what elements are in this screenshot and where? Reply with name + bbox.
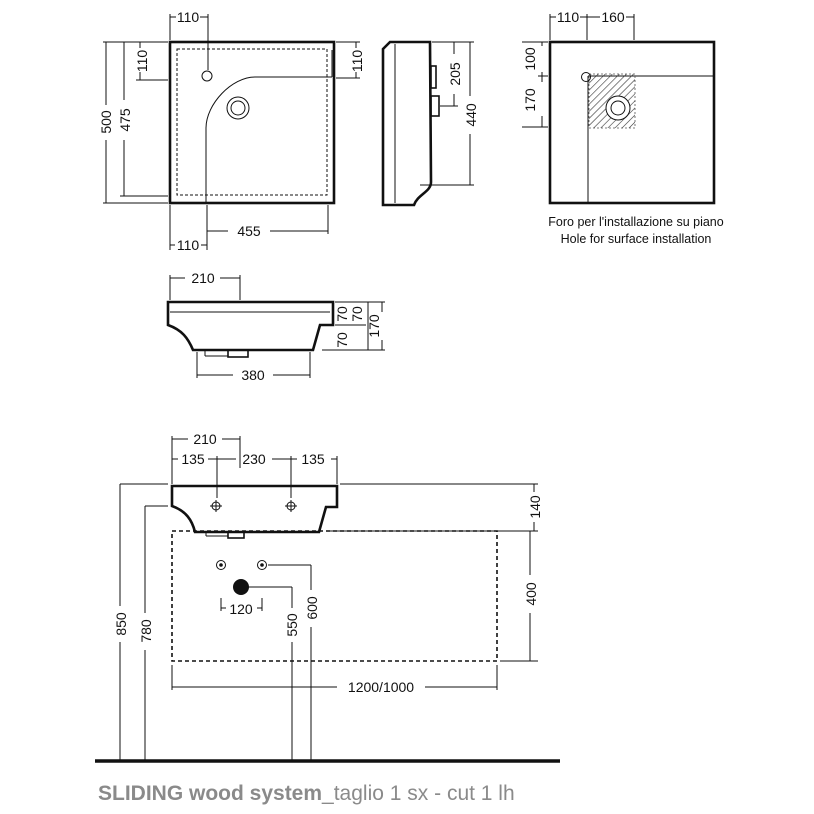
dim-side-440: 440 [463,103,479,127]
front-siphon [227,349,249,358]
tap-block-upper [430,65,437,89]
dim-right-110: 110 [349,50,365,73]
drawing-title-rest: _taglio 1 sx - cut 1 lh [322,782,515,805]
basin-inner-dashed [176,48,328,196]
dim-left-500: 500 [98,110,114,134]
hole-note-italian: Foro per l'installazione su piano [548,215,723,229]
tap-hole-left [210,500,222,512]
hole-note-english: Hole for surface installation [561,232,712,246]
water-inlet-left [216,560,226,570]
hole-drain-inner [610,100,626,116]
basin-outline-top [168,40,336,205]
basin-bowl-curve [205,76,332,202]
front-view: 210 70 70 70 170 380 [166,270,385,383]
drawing-title-bold: SLIDING wood system [98,782,323,805]
dim-install-140: 140 [527,495,543,519]
drain-inner [230,100,246,116]
tap-hole [201,70,213,82]
tap-block-lower [430,95,440,117]
installed-siphon [227,531,245,539]
dim-front-210: 210 [191,270,215,286]
side-view: 205 440 [381,40,479,207]
dim-side-205: 205 [447,62,463,86]
dim-hole-160: 160 [601,9,625,25]
dim-install-230: 230 [242,451,266,467]
basin-front-profile [166,300,335,352]
dim-install-1200-1000: 1200/1000 [348,679,414,695]
basin-side-profile [381,40,433,207]
dim-install-135-left: 135 [181,451,205,467]
dim-front-380: 380 [241,367,265,383]
dim-front-70a: 70 [334,306,350,322]
dim-hole-170: 170 [522,88,538,112]
dim-install-210: 210 [193,431,217,447]
dim-install-780: 780 [138,619,154,643]
dim-left-475: 475 [117,108,133,132]
dim-front-170: 170 [366,314,382,338]
dim-hole-100: 100 [522,47,538,71]
dim-hole-110: 110 [557,9,580,25]
hole-tap [581,72,591,82]
waste-outlet [233,579,249,595]
installed-basin-profile [170,484,339,534]
drain-outer [226,96,250,120]
dim-front-70c: 70 [349,306,365,322]
cabinet-dashed [171,530,498,662]
dim-install-600: 600 [304,596,320,620]
dim-front-70b: 70 [334,332,350,348]
hole-drain-outer [605,95,631,121]
dim-drain-120: 120 [229,601,253,617]
drawing-title: SLIDING wood system_taglio 1 sx - cut 1 … [98,782,515,806]
countertop-outline [548,40,716,205]
installation-view: 120 210 135 230 135 140 400 850 78 [95,431,560,763]
water-inlet-right [257,560,267,570]
dim-install-550: 550 [284,613,300,637]
dim-left-110: 110 [134,50,150,73]
dim-install-135-right: 135 [301,451,325,467]
dim-install-400: 400 [523,582,539,606]
tap-hole-right [285,500,297,512]
hole-view: 110 160 100 170 Foro per l'installazione… [522,9,724,246]
dim-install-850: 850 [113,612,129,636]
dim-bottom-110: 110 [177,237,200,253]
dim-top-110: 110 [177,9,200,25]
dim-bottom-455: 455 [237,223,261,239]
top-view: 110 500 475 110 110 455 110 [98,9,365,253]
